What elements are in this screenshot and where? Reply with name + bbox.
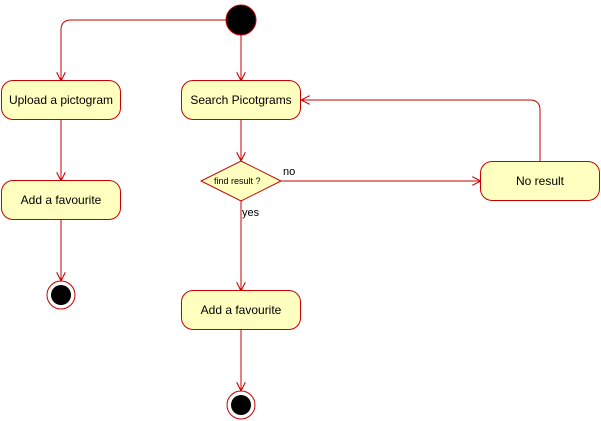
final-node-center-core bbox=[231, 395, 251, 415]
decision-label: find result ? bbox=[214, 176, 261, 186]
action-upload-pictogram-label: Upload a pictogram bbox=[8, 93, 114, 107]
action-no-result-label: No result bbox=[515, 174, 565, 188]
edge-start-to-upload bbox=[61, 19, 226, 80]
guard-label-no: no bbox=[283, 166, 296, 178]
action-no-result: No result bbox=[480, 161, 600, 201]
action-add-favourite-center: Add a favourite bbox=[181, 290, 301, 330]
action-add-favourite-left-label: Add a favourite bbox=[20, 193, 102, 207]
action-upload-pictogram: Upload a pictogram bbox=[1, 80, 121, 120]
action-add-favourite-center-label: Add a favourite bbox=[200, 303, 282, 317]
initial-node bbox=[225, 4, 257, 36]
edge-no-result-to-search bbox=[302, 100, 541, 161]
action-add-favourite-left: Add a favourite bbox=[1, 180, 121, 220]
action-search-pictograms-label: Search Picotgrams bbox=[190, 93, 292, 107]
guard-label-yes: yes bbox=[242, 207, 260, 219]
action-search-pictograms: Search Picotgrams bbox=[181, 80, 301, 120]
final-node-left-core bbox=[51, 285, 71, 305]
